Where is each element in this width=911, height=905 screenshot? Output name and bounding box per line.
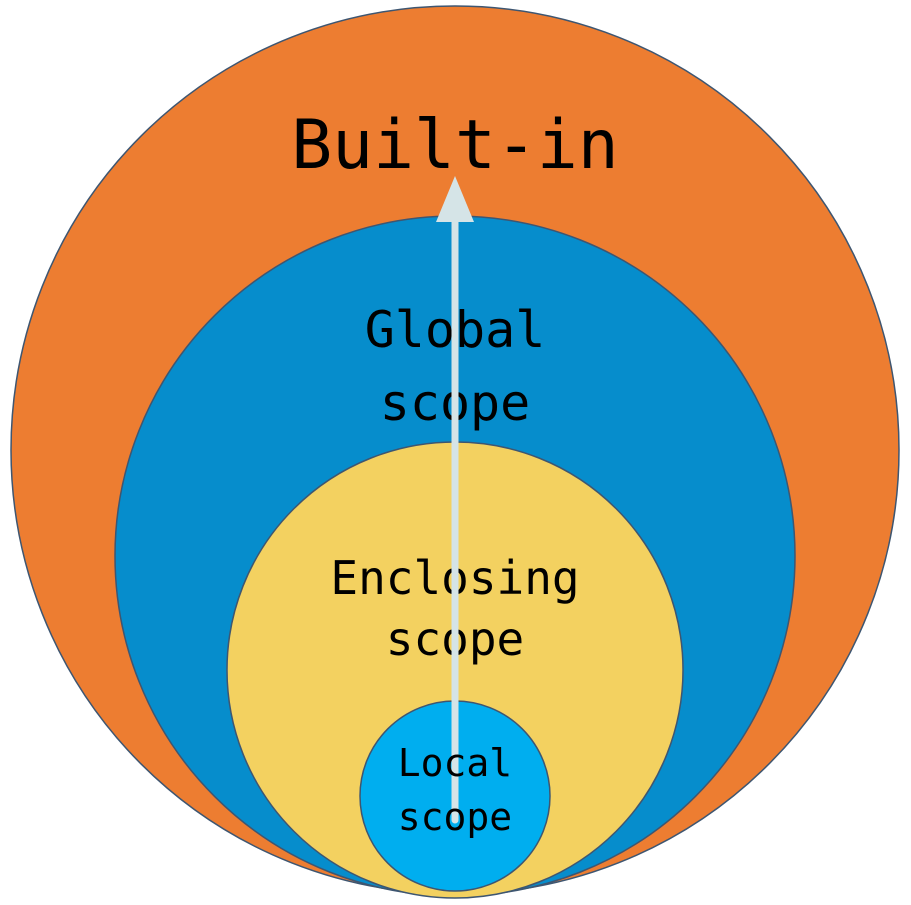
builtin-scope-label: Built-in	[291, 106, 619, 185]
local-scope-label-line2: scope	[398, 795, 512, 839]
scope-lookup-arrow-head	[436, 176, 474, 222]
local-scope-label-line1: Local	[398, 741, 512, 785]
